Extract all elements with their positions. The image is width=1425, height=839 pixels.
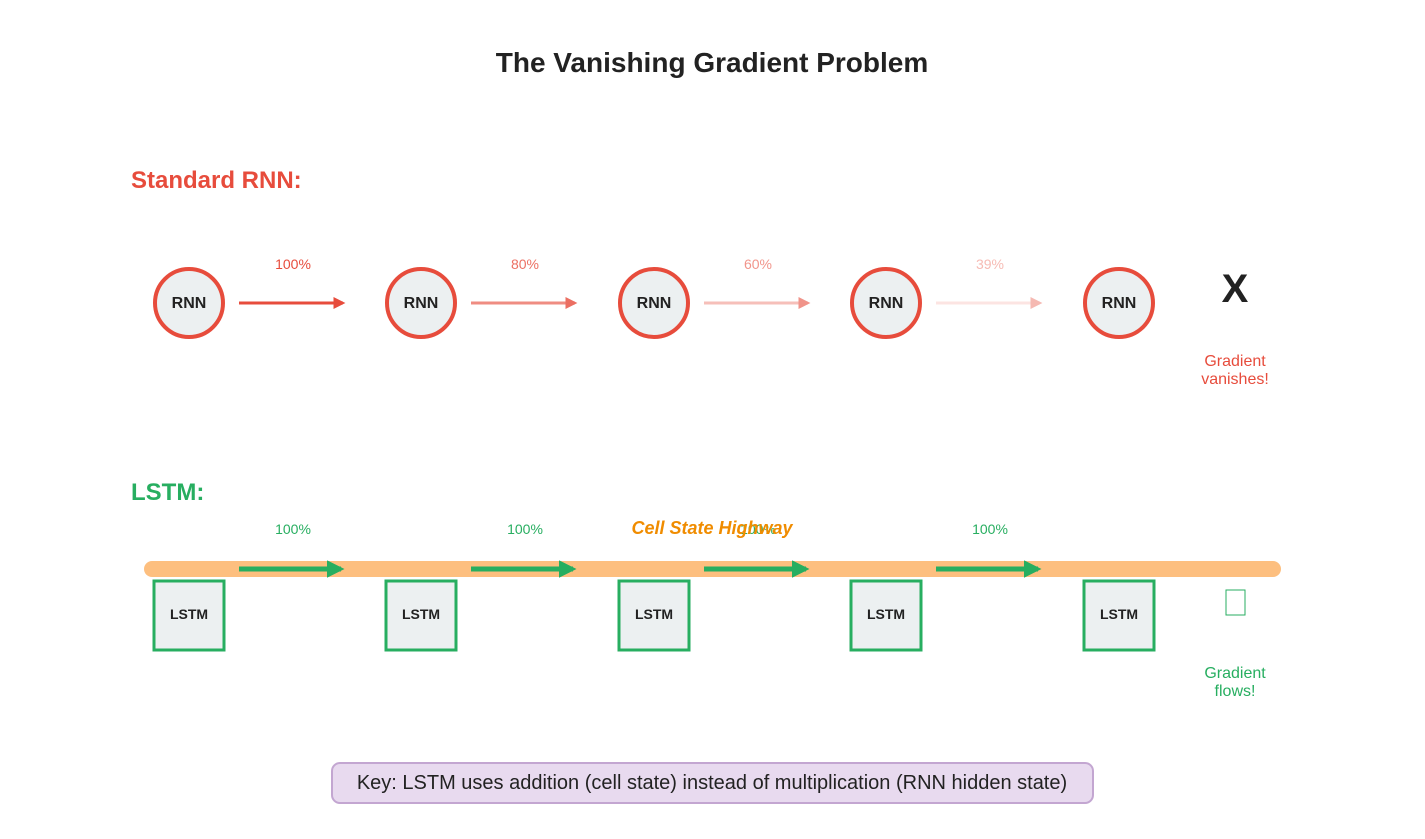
rnn-node [1083, 267, 1155, 339]
check-icon [1225, 589, 1246, 616]
lstm-node-label: LSTM [635, 606, 673, 622]
lstm-gradient-percent: 100% [507, 521, 543, 537]
key-text: Key: LSTM uses addition (cell state) ins… [357, 772, 1067, 794]
rnn-gradient-percent: 80% [511, 256, 539, 272]
lstm-node [617, 579, 691, 652]
rnn-node [153, 267, 225, 339]
rnn-node [385, 267, 457, 339]
rnn-node-label: RNN [1102, 295, 1137, 312]
lstm-node [384, 579, 458, 652]
cell-state-highway-label: Cell State Highway [631, 518, 793, 538]
rnn-node-label: RNN [172, 295, 207, 312]
rnn-status-line-1: Gradient [1204, 353, 1266, 370]
rnn-status-line-2: vanishes! [1201, 371, 1269, 388]
rnn-node-label: RNN [637, 295, 672, 312]
lstm-node [849, 579, 923, 652]
lstm-node-label: LSTM [402, 606, 440, 622]
lstm-node [152, 579, 226, 652]
lstm-gradient-percent: 100% [972, 521, 1008, 537]
fail-x-icon: X [1222, 267, 1249, 311]
lstm-node [1082, 579, 1156, 652]
lstm-node-label: LSTM [1100, 606, 1138, 622]
lstm-section-heading: LSTM: [131, 479, 204, 506]
lstm-gradient-percent: 100% [740, 521, 776, 537]
rnn-gradient-percent: 100% [275, 256, 311, 272]
page-title: The Vanishing Gradient Problem [496, 47, 929, 78]
rnn-gradient-percent: 39% [976, 256, 1004, 272]
rnn-chain: RNN RNN RNN RNN RNN 100% 80% 60% 39% [153, 256, 1155, 339]
rnn-section-heading: Standard RNN: [131, 167, 302, 194]
lstm-node-label: LSTM [867, 606, 905, 622]
lstm-status-line-1: Gradient [1204, 665, 1266, 682]
rnn-node-label: RNN [869, 295, 904, 312]
key-box [331, 762, 1094, 804]
lstm-gradient-percent: 100% [275, 521, 311, 537]
lstm-node-label: LSTM [170, 606, 208, 622]
rnn-node-label: RNN [404, 295, 439, 312]
rnn-node [618, 267, 690, 339]
rnn-gradient-percent: 60% [744, 256, 772, 272]
lstm-chain: LSTM LSTM LSTM LSTM LSTM 100% 100% 100% 100% [152, 521, 1156, 652]
lstm-status-line-2: flows! [1215, 683, 1256, 700]
rnn-node [850, 267, 922, 339]
